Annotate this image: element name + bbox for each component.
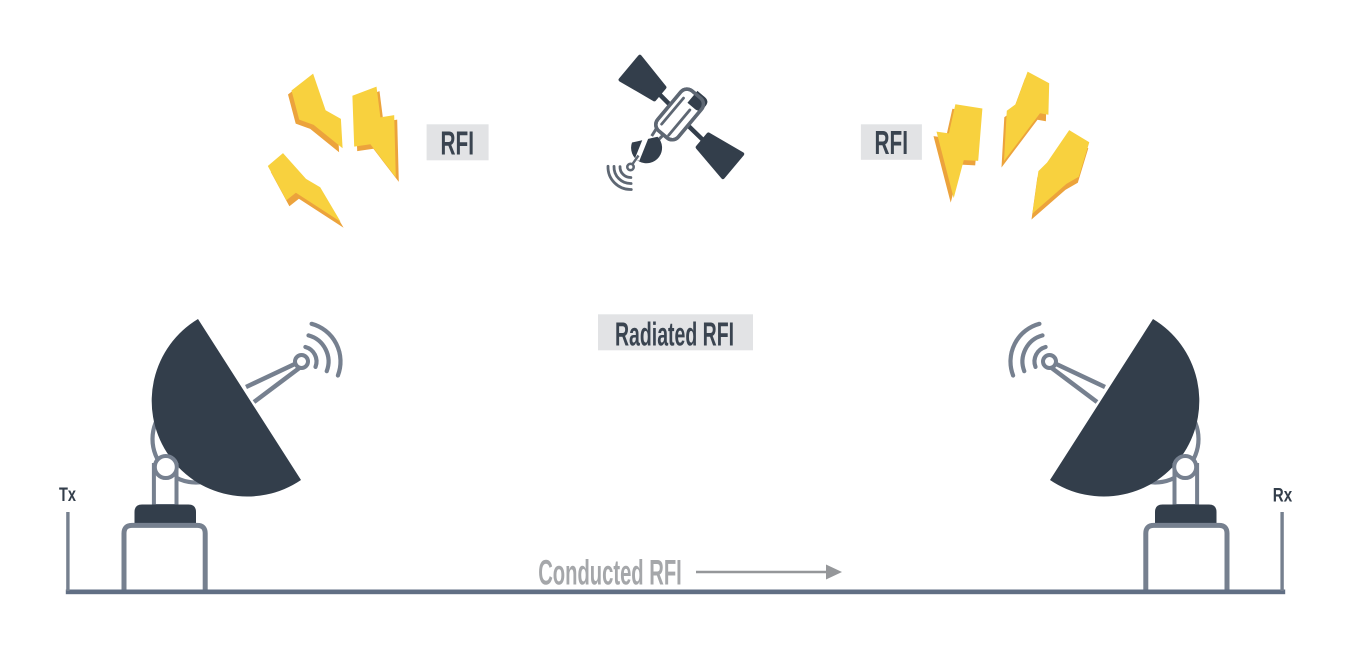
svg-text:Radiated RFI: Radiated RFI [615, 315, 734, 352]
svg-text:RFI: RFI [441, 124, 475, 161]
svg-text:RFI: RFI [875, 124, 909, 161]
svg-text:Rx: Rx [1273, 485, 1293, 506]
svg-text:Conducted RFI: Conducted RFI [538, 554, 682, 593]
svg-text:Tx: Tx [59, 485, 76, 506]
